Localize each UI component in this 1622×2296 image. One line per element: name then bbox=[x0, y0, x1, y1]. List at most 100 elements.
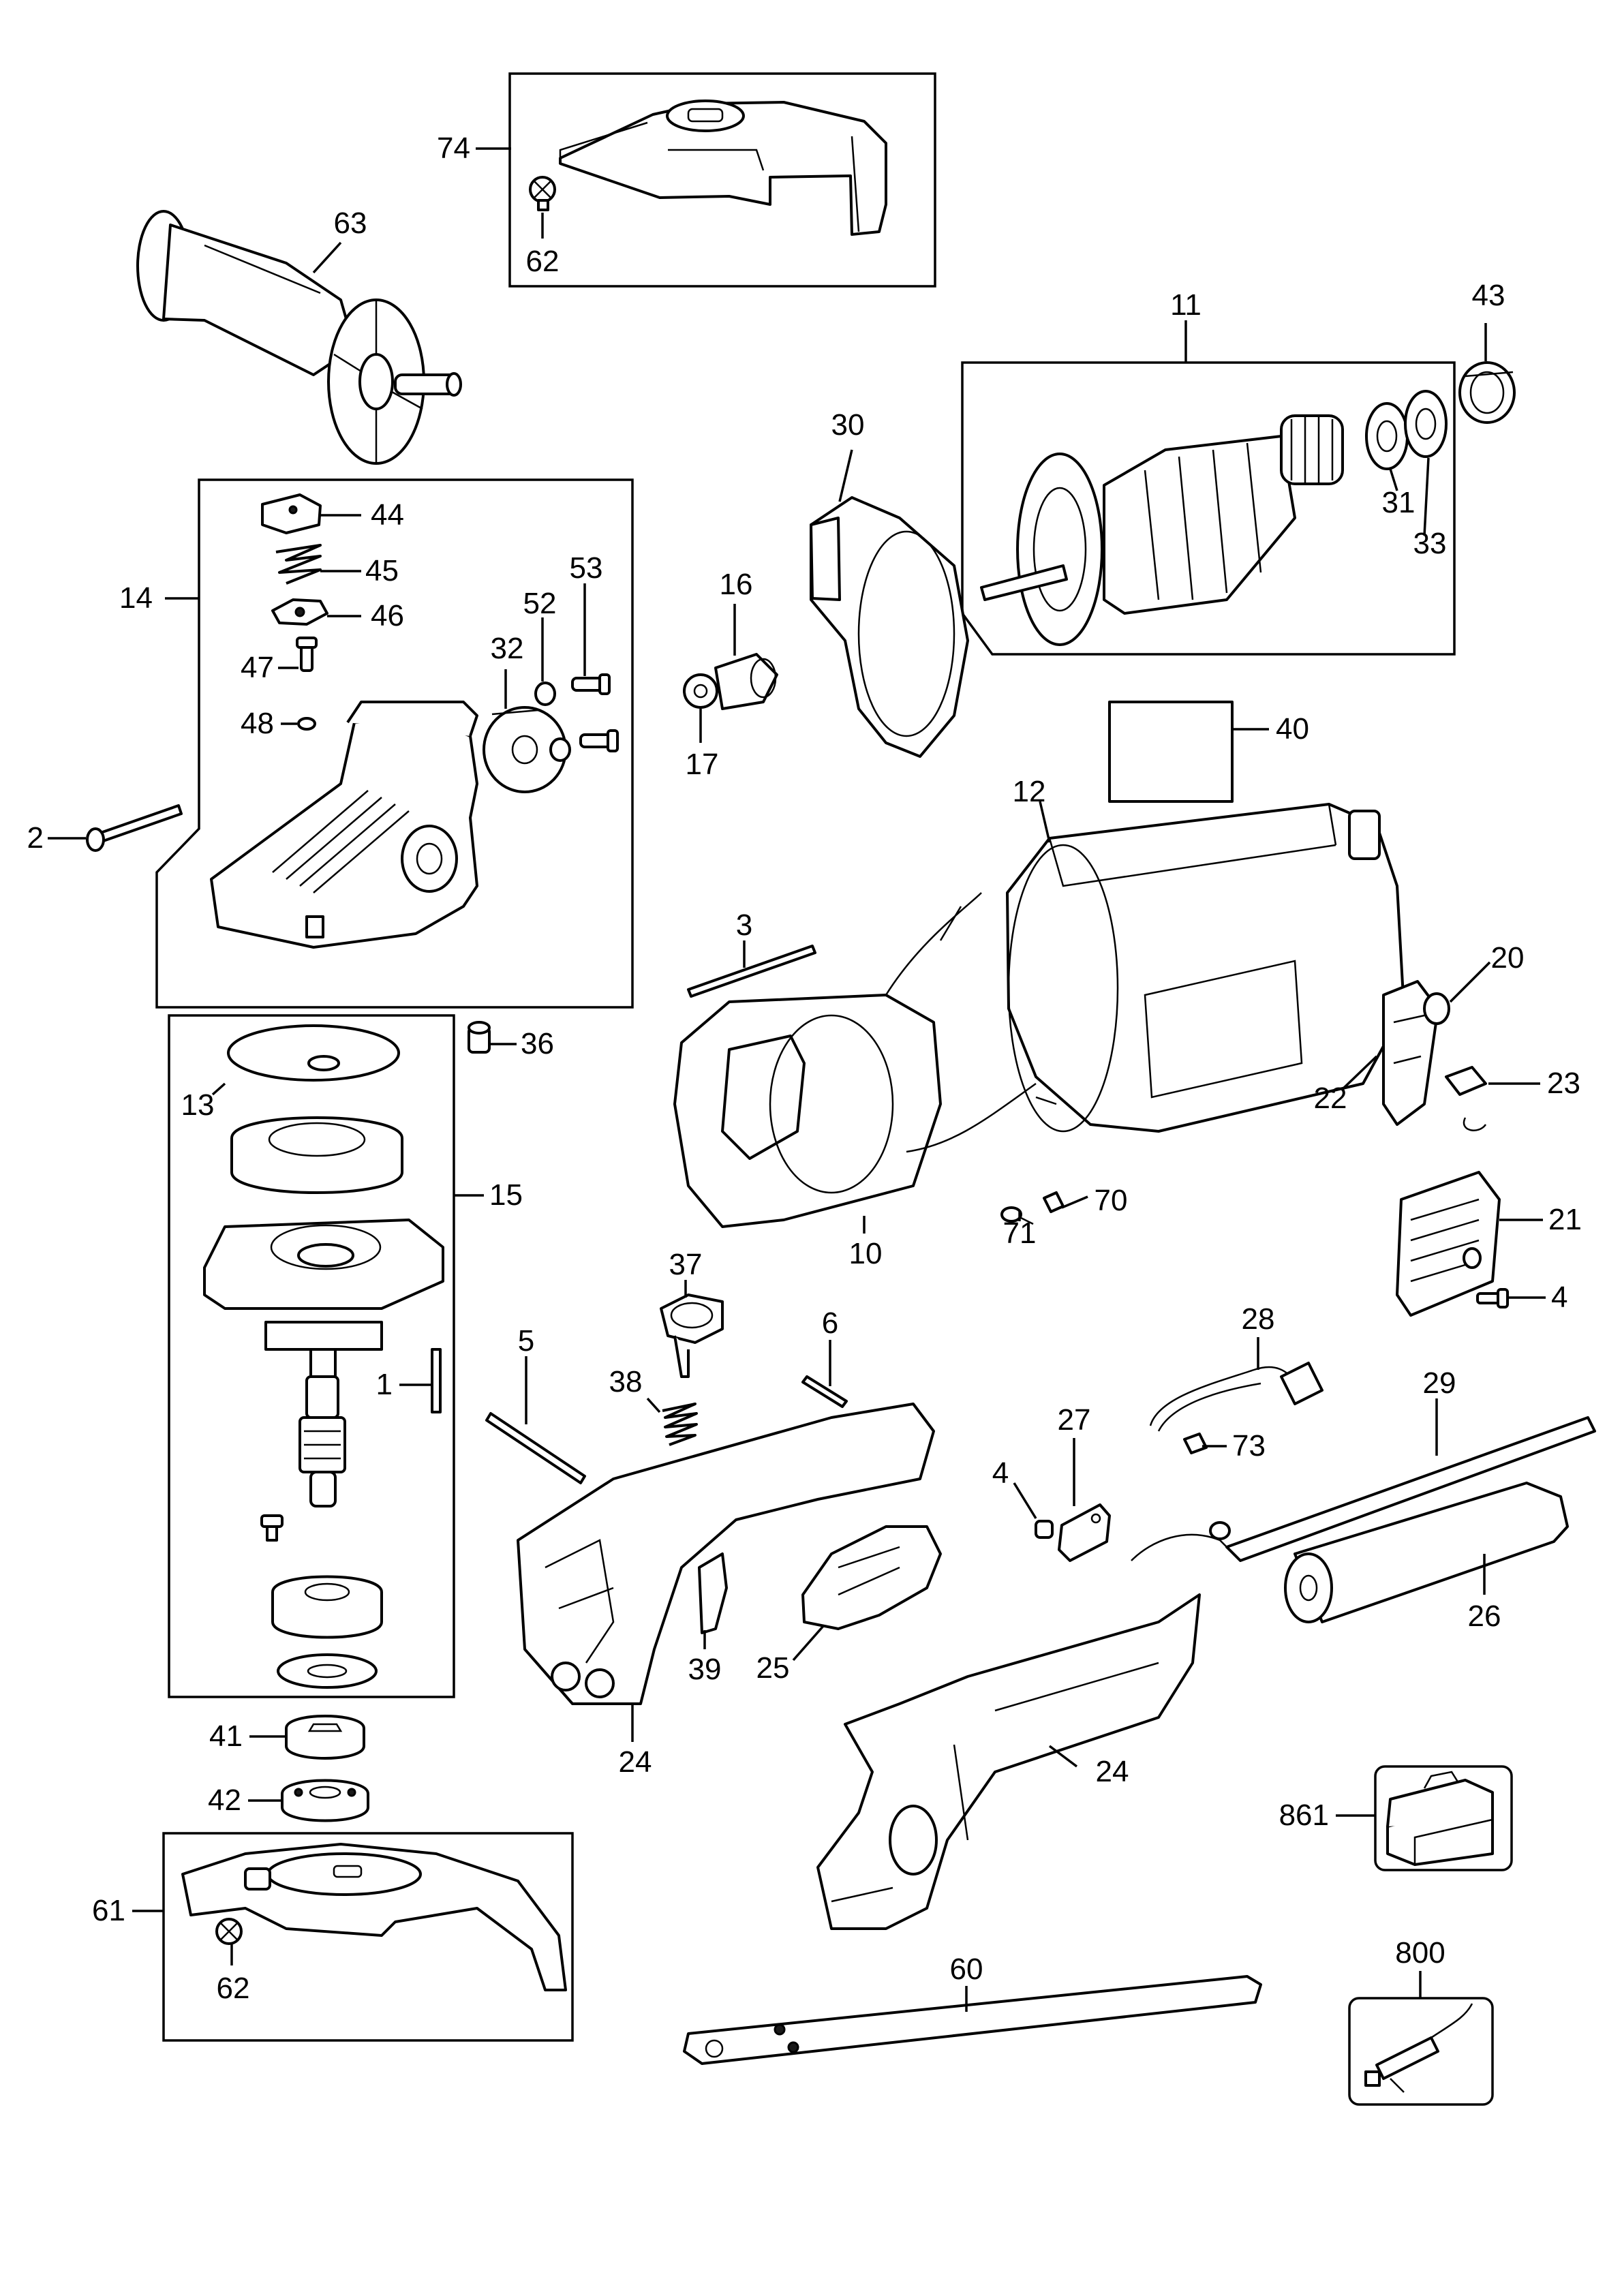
callout-4-right: 4 bbox=[1551, 1281, 1567, 1314]
part-terminal-71 bbox=[1000, 1206, 1034, 1225]
part-gear-case-14 bbox=[210, 701, 478, 949]
callout-11: 11 bbox=[1170, 288, 1202, 322]
callout-37: 37 bbox=[669, 1248, 703, 1281]
part-baffle-30 bbox=[810, 496, 969, 758]
part-cord-protector-26 bbox=[1284, 1482, 1569, 1623]
callout-61: 61 bbox=[92, 1894, 125, 1927]
callout-861: 861 bbox=[1279, 1798, 1329, 1832]
part-spindle-assembly-15 bbox=[203, 1024, 444, 1689]
leader-12 bbox=[1039, 801, 1051, 843]
part-ring-48 bbox=[297, 717, 316, 731]
box-gearcase-14 bbox=[155, 478, 634, 1009]
part-end-cover-21 bbox=[1396, 1171, 1501, 1317]
callout-30: 30 bbox=[831, 408, 865, 442]
part-washer-52 bbox=[534, 682, 571, 762]
part-wrench-60 bbox=[683, 1975, 1262, 2065]
callout-26: 26 bbox=[1468, 1599, 1501, 1633]
group-leader-lines bbox=[48, 147, 1546, 2012]
part-flange-41 bbox=[285, 1715, 365, 1760]
part-screw-62-top bbox=[529, 176, 556, 211]
part-brush-holder-22 bbox=[1382, 980, 1439, 1126]
callout-46: 46 bbox=[371, 599, 404, 632]
box-kitbox-861 bbox=[1374, 1765, 1513, 1871]
leader-30 bbox=[838, 449, 853, 502]
callout-33: 33 bbox=[1413, 527, 1447, 560]
callout-1: 1 bbox=[376, 1368, 393, 1401]
callout-2: 2 bbox=[27, 821, 44, 855]
callout-15: 15 bbox=[489, 1178, 523, 1212]
part-armature-11 bbox=[980, 414, 1344, 646]
part-screw-6 bbox=[801, 1375, 848, 1408]
part-kit-box-861 bbox=[1386, 1771, 1494, 1866]
callout-5: 5 bbox=[518, 1324, 534, 1358]
part-screw-3 bbox=[687, 945, 816, 998]
part-screw-1 bbox=[431, 1348, 442, 1413]
callout-60: 60 bbox=[950, 1953, 983, 1986]
callout-14: 14 bbox=[119, 581, 153, 615]
part-screw-62-bottom bbox=[215, 1918, 243, 1945]
callout-62-bottom: 62 bbox=[217, 1972, 250, 2005]
part-screw-4-right bbox=[1476, 1288, 1509, 1308]
leader-70 bbox=[1061, 1195, 1088, 1209]
callout-13: 13 bbox=[181, 1088, 215, 1122]
callout-4-middle: 4 bbox=[992, 1456, 1009, 1490]
part-motor-housing-12 bbox=[1006, 803, 1405, 1133]
part-switch-25 bbox=[801, 1525, 942, 1630]
leader-24b bbox=[1048, 1745, 1078, 1768]
part-screw-53 bbox=[571, 673, 619, 752]
callout-6: 6 bbox=[822, 1306, 838, 1340]
box-guard-74 bbox=[508, 72, 936, 288]
callout-3: 3 bbox=[736, 908, 752, 942]
callout-10: 10 bbox=[849, 1237, 883, 1270]
part-terminal-70 bbox=[1043, 1191, 1065, 1213]
part-carbon-brush-23 bbox=[1445, 1066, 1487, 1131]
callout-73: 73 bbox=[1232, 1429, 1266, 1463]
part-lock-off-37 bbox=[660, 1294, 724, 1378]
part-bushing-43 bbox=[1458, 361, 1516, 424]
callout-42: 42 bbox=[208, 1784, 241, 1817]
part-screw-2 bbox=[86, 804, 183, 852]
part-cord-set-28 bbox=[1149, 1362, 1323, 1432]
group-callout-labels: 74 62 63 11 43 30 31 33 44 45 46 47 48 1… bbox=[27, 132, 1582, 2005]
part-screw-5 bbox=[485, 1412, 586, 1484]
part-spring-45 bbox=[275, 544, 322, 585]
callout-70: 70 bbox=[1095, 1184, 1128, 1217]
part-clamp-27 bbox=[1058, 1503, 1111, 1562]
callout-41: 41 bbox=[209, 1719, 243, 1753]
callout-24-left: 24 bbox=[619, 1745, 652, 1779]
callout-20: 20 bbox=[1491, 941, 1525, 975]
part-field-10 bbox=[673, 892, 1057, 1228]
callout-39: 39 bbox=[688, 1653, 722, 1686]
part-brush-kit-800 bbox=[1364, 2003, 1473, 2093]
part-nut-17 bbox=[683, 673, 718, 709]
part-pin-47 bbox=[296, 637, 318, 672]
callout-44: 44 bbox=[371, 498, 404, 532]
callout-71: 71 bbox=[1003, 1216, 1037, 1250]
callout-47: 47 bbox=[241, 651, 274, 684]
part-wheel-guard-74 bbox=[559, 100, 887, 236]
part-plate-46 bbox=[271, 598, 328, 626]
callout-74: 74 bbox=[437, 132, 470, 165]
callout-40: 40 bbox=[1276, 712, 1309, 746]
part-lock-button-44 bbox=[261, 493, 322, 534]
callout-800: 800 bbox=[1395, 1936, 1445, 1970]
box-spindle-15 bbox=[168, 1014, 455, 1698]
part-side-handle-63 bbox=[136, 210, 462, 465]
part-label-40 bbox=[1108, 701, 1234, 803]
group-parts bbox=[86, 100, 1596, 2093]
leader-20 bbox=[1449, 961, 1491, 1003]
leader-63 bbox=[312, 241, 342, 274]
part-trigger-39 bbox=[698, 1552, 728, 1634]
callout-63: 63 bbox=[334, 206, 367, 240]
callout-36: 36 bbox=[521, 1027, 554, 1060]
callout-38: 38 bbox=[609, 1365, 643, 1398]
callout-43: 43 bbox=[1472, 279, 1505, 312]
part-screw-4-middle bbox=[1035, 1520, 1054, 1539]
callout-25: 25 bbox=[756, 1651, 790, 1685]
callout-22: 22 bbox=[1314, 1082, 1347, 1115]
part-screw-36 bbox=[468, 1021, 491, 1054]
part-bearing-31 bbox=[1365, 402, 1409, 470]
box-armature-11 bbox=[961, 361, 1456, 656]
